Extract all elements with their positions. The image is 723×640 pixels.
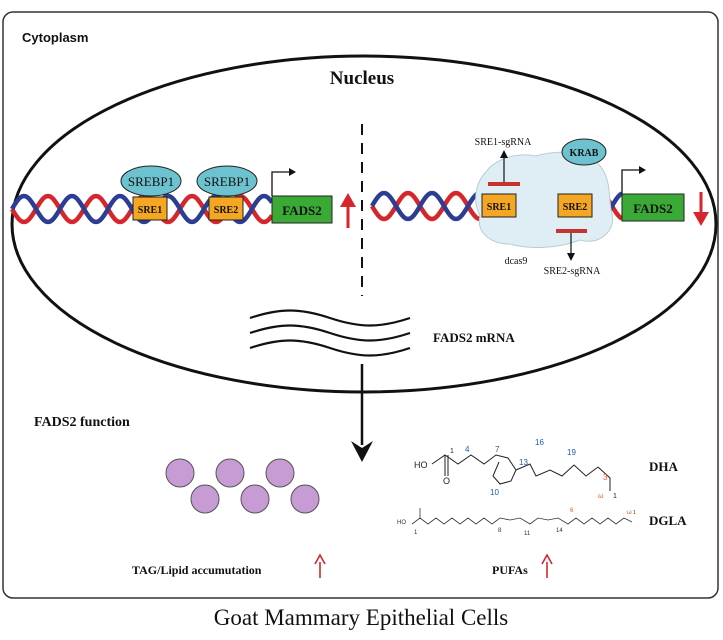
dha-c10: 10 [490, 488, 499, 497]
dha-ho: HO [414, 460, 428, 470]
downregulation-arrow [693, 192, 709, 226]
fads2-mrna-label: FADS2 mRNA [433, 330, 515, 345]
dgla-c8: 8 [498, 528, 502, 534]
fads2-gene-right [621, 193, 685, 222]
pufas-label: PUFAs [492, 563, 528, 577]
dha-c19: 19 [567, 448, 576, 457]
nucleus-envelope [10, 54, 718, 394]
fads2-function-label: FADS2 function [34, 415, 130, 430]
dgla-c6: 6 [570, 508, 574, 514]
fads2-label-right: FADS2 [633, 201, 672, 216]
dgla-c1: 1 [414, 530, 418, 536]
fads2-label-left: FADS2 [282, 203, 321, 218]
dgla-c11: 11 [524, 531, 531, 537]
dgla-c14: 14 [556, 528, 563, 534]
dcas9-label: dcas9 [505, 256, 528, 267]
sre2-label-right: SRE2 [563, 202, 587, 213]
sre2-sgrna-label: SRE2-sgRNA [544, 266, 601, 277]
srebp1-protein-1 [120, 165, 182, 197]
dha-o: O [443, 476, 450, 486]
srebp1-label-1: SREBP1 [128, 174, 174, 189]
pufa-up-arrow [541, 553, 553, 578]
lipid-droplet [165, 458, 195, 488]
tag-up-arrow [314, 553, 326, 578]
tss-arrow-left [271, 171, 289, 196]
dgla-omega-1: 1 [633, 510, 636, 516]
dha-c13: 13 [519, 458, 528, 467]
krab-repressor [561, 138, 607, 166]
lipid-droplets [165, 458, 320, 514]
sre2-box-right [557, 193, 593, 218]
sre2-sgrna-arrowhead [567, 253, 575, 261]
cytoplasm-label: Cytoplasm [22, 30, 88, 45]
tag-lipid-label: TAG/Lipid accumutation [132, 563, 262, 577]
dha-c7: 7 [495, 445, 500, 454]
dgla-omega: ω [627, 510, 632, 516]
lipid-droplet [290, 484, 320, 514]
dha-c16: 16 [535, 438, 544, 447]
dgla-ho: HO [397, 520, 406, 526]
translation-arrowhead [351, 441, 373, 462]
dha-omega: ω [598, 493, 604, 500]
sre1-sgrna-label: SRE1-sgRNA [475, 137, 532, 148]
dgla-structure [411, 508, 633, 525]
sre2-label-left: SRE2 [214, 205, 238, 216]
tss-arrowhead-left [289, 168, 296, 176]
fads2-mrna-strands [249, 309, 411, 357]
sre1-box-right [481, 193, 517, 218]
dcas9-complex [475, 151, 614, 248]
dha-name: DHA [649, 459, 679, 474]
lipid-droplet [265, 458, 295, 488]
tss-arrowhead-right [639, 166, 646, 174]
sre1-label-right: SRE1 [487, 202, 511, 213]
sre1-box-left [132, 196, 168, 221]
dha-structure [431, 454, 611, 491]
lipid-droplet [190, 484, 220, 514]
sre2-box-left [208, 196, 244, 221]
lipid-droplet [215, 458, 245, 488]
dha-c4: 4 [465, 445, 470, 454]
srebp1-label-2: SREBP1 [204, 174, 250, 189]
dha-c1: 1 [450, 448, 454, 455]
sre1-sgrna-arrowhead [500, 150, 508, 158]
krab-label: KRAB [570, 148, 599, 159]
srebp1-protein-2 [196, 165, 258, 197]
tss-arrow-right [621, 169, 639, 194]
lipid-droplet [240, 484, 270, 514]
dgla-name: DGLA [649, 513, 687, 528]
nucleus-label: Nucleus [330, 68, 394, 89]
figure-caption: Goat Mammary Epithelial Cells [214, 605, 509, 630]
dha-omega-1: 1 [613, 493, 617, 500]
dha-c3: 3 [603, 473, 608, 482]
upregulation-arrow [340, 193, 356, 228]
sre1-label-left: SRE1 [138, 205, 162, 216]
fads2-gene-left [271, 195, 333, 224]
